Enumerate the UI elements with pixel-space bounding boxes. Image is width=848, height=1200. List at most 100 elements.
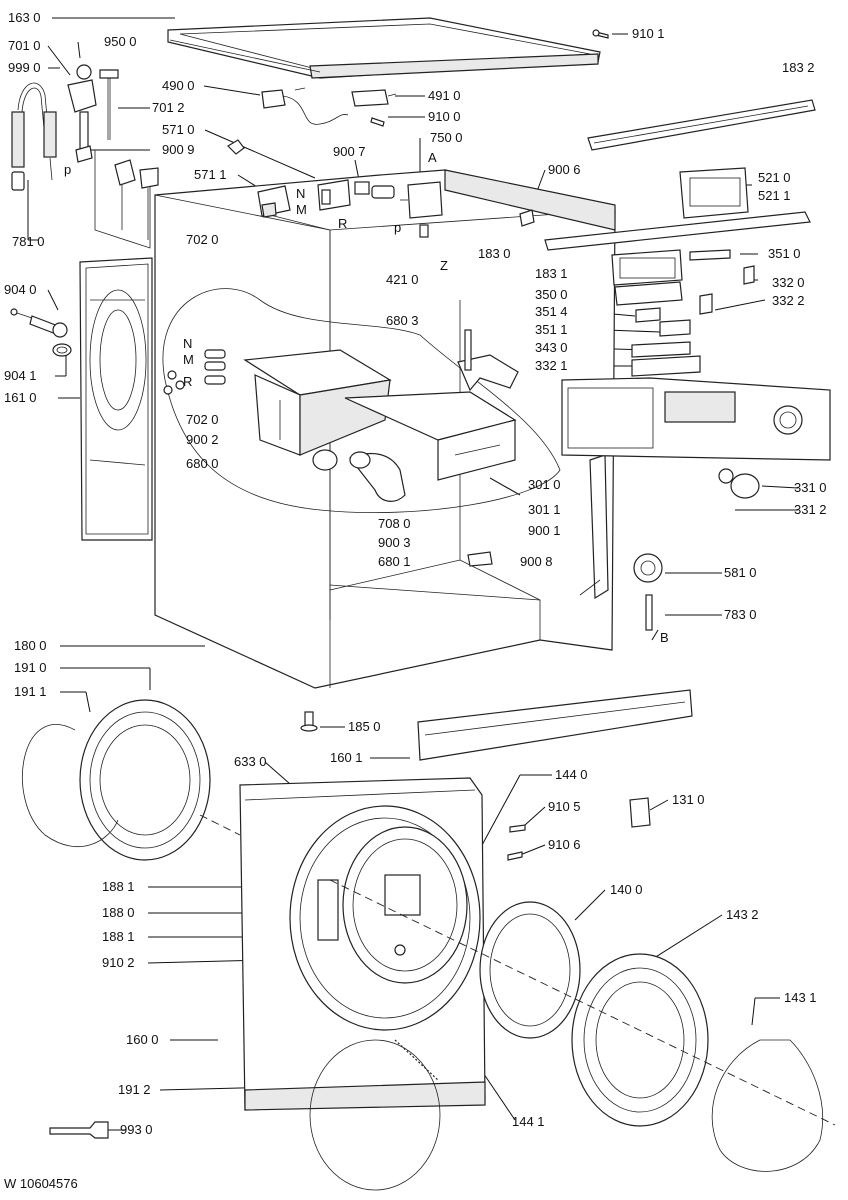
- board-183-1: [611, 249, 683, 286]
- tool-993-0: [49, 1121, 109, 1139]
- bracket-332-0: [743, 265, 755, 285]
- label-143-1: 143 1: [784, 990, 817, 1005]
- door-glass-143-1: [711, 1039, 824, 1172]
- label-Z: Z: [440, 258, 448, 273]
- module-521-0: [679, 167, 749, 219]
- glass-191-2: [309, 1039, 441, 1191]
- side-panel-161-0: [79, 257, 153, 541]
- cabinet-frame: [154, 169, 616, 689]
- board-351-1: [659, 319, 691, 337]
- label-904-0: 904 0: [4, 282, 37, 297]
- label-183-0: 183 0: [478, 246, 511, 261]
- label-702-0-top: 702 0: [186, 232, 219, 247]
- label-750-0: 750 0: [430, 130, 463, 145]
- label-131-0: 131 0: [672, 792, 705, 807]
- screw-910-0: [370, 117, 385, 127]
- label-351-0: 351 0: [768, 246, 801, 261]
- kickplate-160-1: [417, 689, 693, 761]
- footer-code: W 10604576: [4, 1176, 78, 1191]
- label-421-0: 421 0: [386, 272, 419, 287]
- label-900-3: 900 3: [378, 535, 411, 550]
- connector-900-7: [354, 181, 370, 195]
- door-143-2: [571, 953, 709, 1127]
- valve-701-0: [67, 64, 119, 153]
- label-993-0: 993 0: [120, 1122, 153, 1137]
- label-188-0: 188 0: [102, 905, 135, 920]
- drawer-301-0: [344, 391, 517, 481]
- clip-900-6: [519, 209, 535, 227]
- pump-filter-904-0: [10, 308, 68, 338]
- board-351-4: [635, 307, 661, 323]
- label-191-0: 191 0: [14, 660, 47, 675]
- label-680-0: 680 0: [186, 456, 219, 471]
- label-910-0: 910 0: [428, 109, 461, 124]
- label-160-1: 160 1: [330, 750, 363, 765]
- rod-783-0: [645, 594, 653, 631]
- label-191-2: 191 2: [118, 1082, 151, 1097]
- label-900-7: 900 7: [333, 144, 366, 159]
- control-panel-front: [561, 377, 831, 461]
- drawer-680-3: [457, 329, 519, 392]
- valve-bracket: [75, 145, 159, 249]
- door-front-ring-191-0: [22, 699, 211, 861]
- label-900-8: 900 8: [520, 554, 553, 569]
- label-581-0: 581 0: [724, 565, 757, 580]
- screws-910-5: [507, 824, 526, 861]
- label-180-0: 180 0: [14, 638, 47, 653]
- top-panel: [167, 17, 601, 79]
- label-332-0: 332 0: [772, 275, 805, 290]
- label-571-1: 571 1: [194, 167, 227, 182]
- label-910-1: 910 1: [632, 26, 665, 41]
- clip-900-8: [467, 551, 493, 567]
- label-A: A: [428, 150, 437, 165]
- cabinet-inner-highlight: [162, 288, 561, 514]
- valve-571-0: [317, 179, 351, 211]
- trim-strip-183-2: [587, 99, 816, 151]
- label-188-1-bottom: 188 1: [102, 929, 135, 944]
- label-143-2: 143 2: [726, 907, 759, 922]
- hose-708-0: [349, 451, 406, 502]
- label-521-1: 521 1: [758, 188, 791, 203]
- label-783-0: 783 0: [724, 607, 757, 622]
- label-183-1: 183 1: [535, 266, 568, 281]
- label-900-9: 900 9: [162, 142, 195, 157]
- door-axis-dashes: [199, 814, 836, 1126]
- hinge-131-0: [629, 797, 651, 828]
- label-p-2: p: [394, 220, 401, 235]
- label-140-0: 140 0: [610, 882, 643, 897]
- clip-900-9: [227, 139, 245, 155]
- label-B: B: [660, 630, 669, 645]
- label-332-2: 332 2: [772, 293, 805, 308]
- trim-183-0: [544, 211, 811, 251]
- label-p-1: p: [64, 162, 71, 177]
- inlet-hose-assembly: [11, 82, 57, 191]
- label-521-0: 521 0: [758, 170, 791, 185]
- label-331-0: 331 0: [794, 480, 827, 495]
- label-331-2: 331 2: [794, 502, 827, 517]
- harness-900-1: [579, 454, 609, 600]
- foot-185-0: [300, 711, 318, 732]
- label-R-1: R: [338, 216, 347, 231]
- cable-490-0: [261, 87, 349, 125]
- label-680-1: 680 1: [378, 554, 411, 569]
- label-910-5: 910 5: [548, 799, 581, 814]
- hose-301-1: [489, 477, 521, 496]
- label-904-1: 904 1: [4, 368, 37, 383]
- motor-581-0: [633, 553, 663, 583]
- label-701-2: 701 2: [152, 100, 185, 115]
- knob-331-0: [718, 468, 760, 499]
- gasket-140-0: [479, 901, 581, 1039]
- label-491-0: 491 0: [428, 88, 461, 103]
- label-351-4: 351 4: [535, 304, 568, 319]
- part-labels: 163 0 910 1 701 0 950 0 999 0 701 2 490 …: [4, 10, 827, 1191]
- dispenser-680-0: [243, 349, 392, 471]
- label-301-0: 301 0: [528, 477, 561, 492]
- label-351-1: 351 1: [535, 322, 568, 337]
- bracket-332-2: [699, 293, 713, 315]
- label-708-0: 708 0: [378, 516, 411, 531]
- label-910-6: 910 6: [548, 837, 581, 852]
- label-571-0: 571 0: [162, 122, 195, 137]
- label-160-0: 160 0: [126, 1032, 159, 1047]
- keys-343-0: [631, 341, 691, 358]
